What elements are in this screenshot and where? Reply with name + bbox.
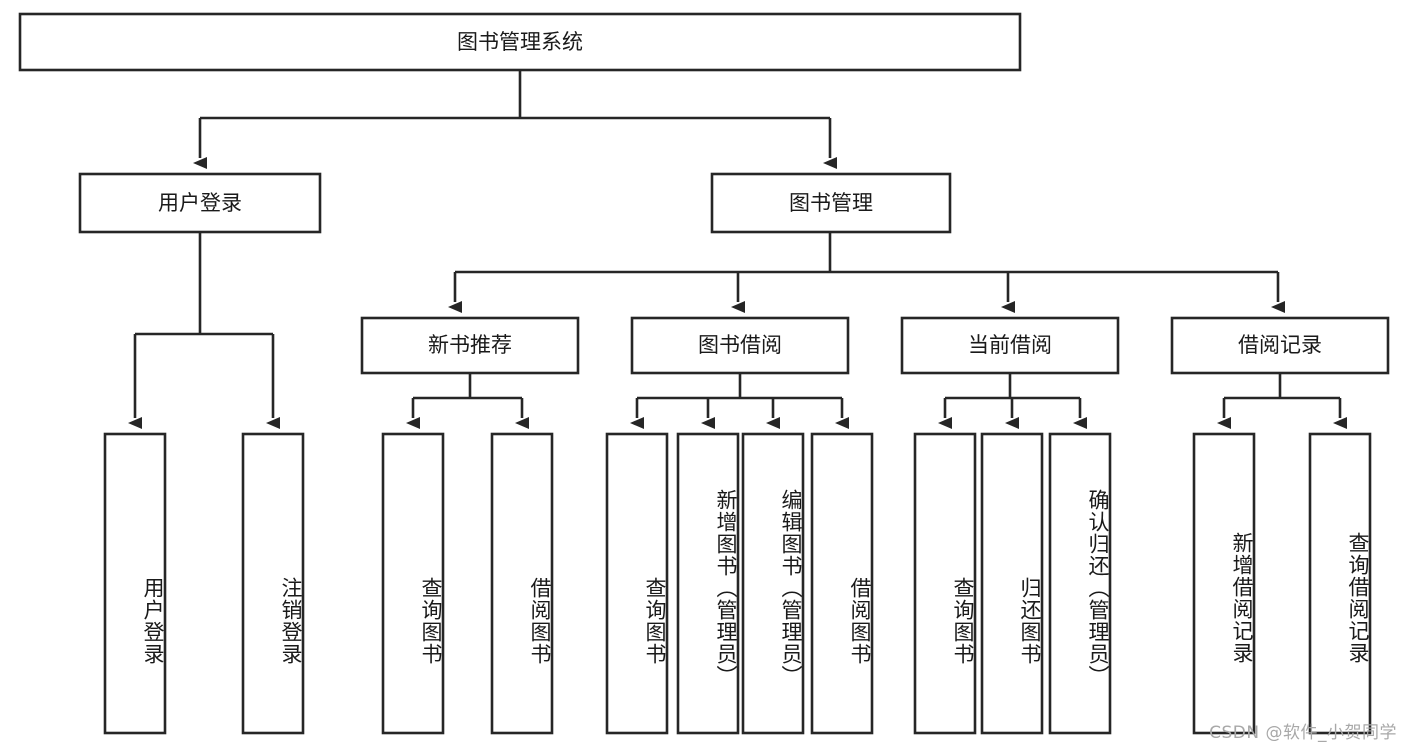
node-book-management[interactable]: 图书管理 <box>710 172 952 234</box>
leaf-box-query-book-1[interactable] <box>381 432 445 735</box>
leaf-box-add-record[interactable] <box>1192 432 1256 735</box>
connector-currentborrow-to-leaves <box>938 373 1087 429</box>
leaf-box-user-login[interactable] <box>103 432 167 735</box>
node-label-book-management: 图书管理 <box>789 191 873 215</box>
node-label-user-login: 用户登录 <box>158 191 242 215</box>
leaf-box-return-book[interactable] <box>980 432 1044 735</box>
node-label-borrow-record: 借阅记录 <box>1238 333 1322 357</box>
leaf-boxes-borrow-record <box>1192 432 1372 735</box>
node-book-management-system[interactable]: 图书管理系统 <box>18 12 1022 72</box>
leaf-box-query-book-3[interactable] <box>913 432 977 735</box>
connector-userlogin-to-leaves <box>128 232 280 429</box>
leaf-box-borrow-book-2[interactable] <box>810 432 874 735</box>
connector-newbook-to-leaves <box>406 373 529 429</box>
node-label-book-borrow: 图书借阅 <box>698 333 782 357</box>
node-current-borrow[interactable]: 当前借阅 <box>900 316 1120 375</box>
node-label-current-borrow: 当前借阅 <box>968 333 1052 357</box>
node-borrow-record[interactable]: 借阅记录 <box>1170 316 1390 375</box>
connector-root-to-level2 <box>193 70 837 169</box>
leaf-box-confirm-return[interactable] <box>1048 432 1112 735</box>
leaf-boxes-current-borrow <box>913 432 1112 735</box>
node-label-new-book-recommend: 新书推荐 <box>428 333 512 357</box>
csdn-watermark: CSDN @软件_小贺同学 <box>1209 723 1397 743</box>
node-user-login[interactable]: 用户登录 <box>78 172 322 234</box>
leaf-box-logout-login[interactable] <box>241 432 305 735</box>
node-new-book-recommend[interactable]: 新书推荐 <box>360 316 580 375</box>
leaf-box-borrow-book-1[interactable] <box>490 432 554 735</box>
node-label-root: 图书管理系统 <box>457 30 583 54</box>
connector-bookmgmt-to-level3 <box>448 232 1285 313</box>
leaf-boxes-user-login <box>103 432 305 735</box>
leaf-box-edit-book[interactable] <box>741 432 805 735</box>
connector-borrowrecord-to-leaves <box>1217 373 1347 429</box>
leaf-boxes-new-book-recommend <box>381 432 554 735</box>
connector-bookborrow-to-leaves <box>630 373 849 429</box>
node-book-borrow[interactable]: 图书借阅 <box>630 316 850 375</box>
leaf-boxes-book-borrow <box>605 432 874 735</box>
leaf-box-query-record[interactable] <box>1308 432 1372 735</box>
leaf-box-add-book[interactable] <box>676 432 740 735</box>
leaf-box-query-book-2[interactable] <box>605 432 669 735</box>
